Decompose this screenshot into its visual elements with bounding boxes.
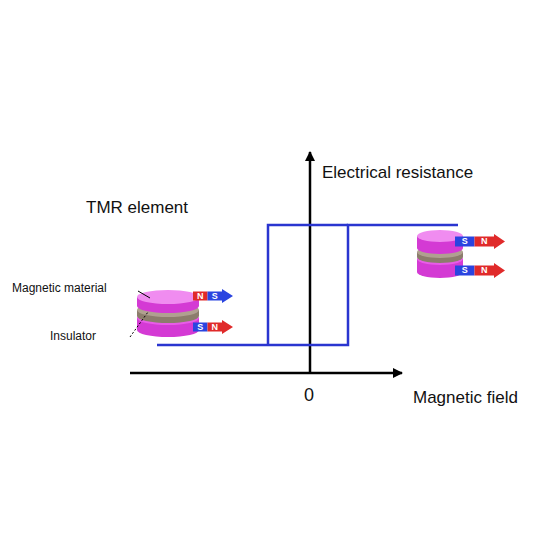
bar-magnet-arrow: SN	[193, 320, 233, 334]
element-title: TMR element	[86, 198, 188, 218]
axis-title: Electrical resistance	[322, 163, 473, 183]
part-name: Magnetic material	[12, 281, 107, 295]
pole-letter: N	[475, 237, 495, 246]
part-name: Insulator	[50, 329, 96, 343]
leader-line	[130, 312, 148, 337]
bar-magnet-arrow: SN	[455, 234, 505, 249]
y-axis	[309, 152, 312, 373]
x-axis	[130, 372, 402, 375]
pole-letter: S	[208, 292, 223, 301]
axis-origin: 0	[304, 385, 314, 406]
pole-letter: S	[455, 237, 475, 246]
pole-letter: N	[193, 292, 208, 301]
leader-line	[138, 291, 150, 298]
tmr-stack-left	[137, 290, 199, 337]
hysteresis-loop	[157, 225, 458, 345]
axis-title: Magnetic field	[413, 388, 518, 408]
pole-letter: S	[193, 323, 208, 332]
bar-magnet-arrow: SN	[455, 263, 505, 278]
pole-letter: S	[455, 266, 475, 275]
pole-letter: N	[208, 323, 223, 332]
pole-letter: N	[475, 266, 495, 275]
bar-magnet-arrow: NS	[193, 289, 233, 303]
